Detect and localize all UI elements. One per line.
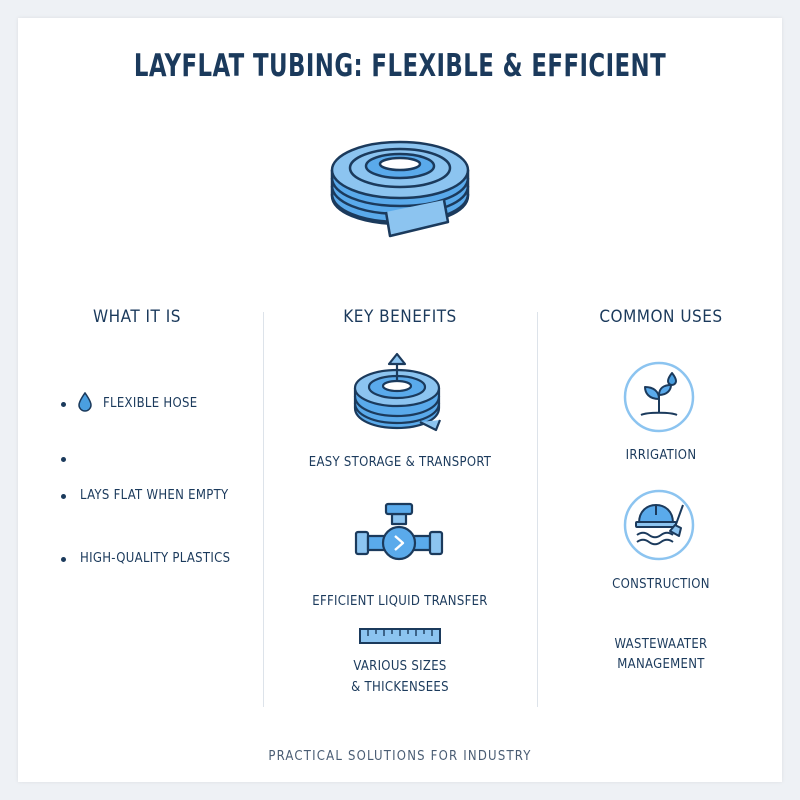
column-heading-common-uses: COMMON USES	[599, 307, 723, 327]
bullet-dot	[61, 457, 66, 462]
list-item: LAYS FLAT WHEN EMPTY	[80, 488, 229, 503]
bullet-dot	[61, 402, 66, 407]
bullet-dot	[61, 494, 66, 499]
use-label: MANAGEMENT	[617, 657, 705, 672]
page-title: LAYFLAT TUBING: FLEXIBLE & EFFICIENT	[133, 48, 667, 84]
footer-tagline: PRACTICAL SOLUTIONS FOR INDUSTRY	[268, 749, 532, 764]
benefit-label: VARIOUS SIZES	[353, 659, 447, 674]
use-label: WASTEWAATER	[614, 637, 708, 652]
water-drop-icon	[78, 392, 92, 412]
list-item: FLEXIBLE HOSE	[103, 396, 198, 411]
coiled-tubing-icon	[330, 140, 470, 238]
use-label: CONSTRUCTION	[612, 577, 710, 592]
benefit-label: EASY STORAGE & TRANSPORT	[308, 455, 492, 470]
list-item: HIGH-QUALITY PLASTICS	[80, 551, 231, 566]
benefit-label: & THICKENSEES	[351, 680, 449, 695]
pipe-valve-icon	[354, 502, 444, 561]
hard-hat-shovel-icon	[623, 489, 695, 561]
column-divider	[263, 312, 264, 707]
ruler-icon	[359, 628, 441, 644]
bullet-dot	[61, 557, 66, 562]
column-divider	[537, 312, 538, 707]
coiled-hose-upload-icon	[353, 352, 442, 432]
column-heading-what-it-is: WHAT IT IS	[93, 307, 181, 327]
benefit-label: EFFICIENT LIQUID TRANSFER	[312, 594, 488, 609]
use-label: IRRIGATION	[625, 448, 697, 463]
column-heading-key-benefits: KEY BENEFITS	[343, 307, 457, 327]
plant-water-icon	[623, 361, 695, 433]
